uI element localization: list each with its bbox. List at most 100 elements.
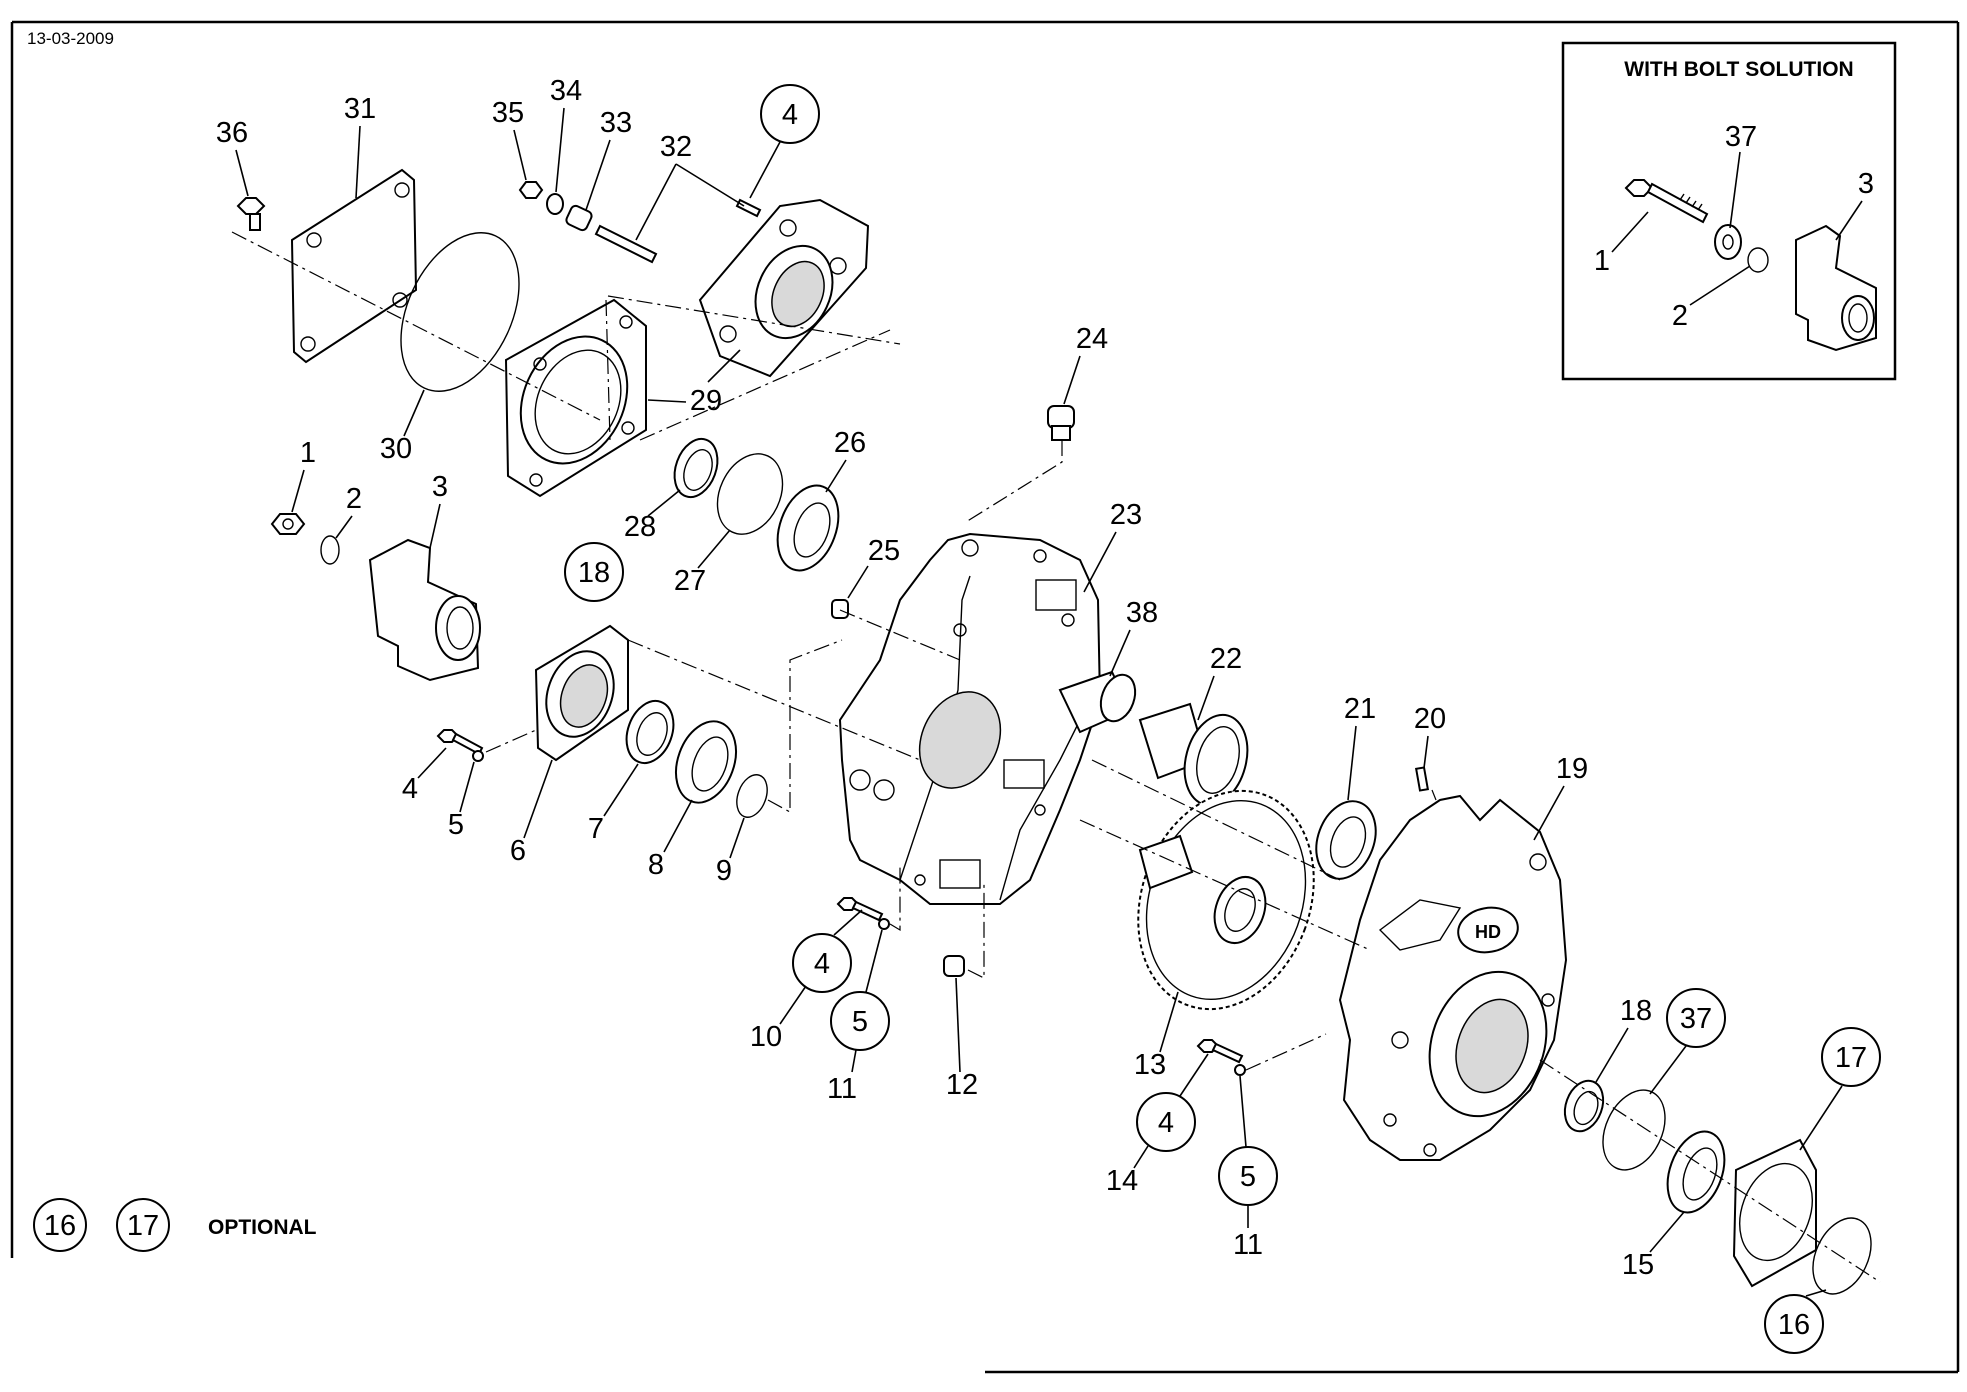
callout-label-8: 8 [648,849,664,881]
callout-label-23: 23 [1110,499,1142,531]
callout-10: 10 [750,985,807,1053]
page-frame [10,20,1960,1374]
inset-washer [1714,224,1742,260]
part-15-bearing [1666,1130,1726,1214]
callout-label-14: 14 [1106,1165,1138,1197]
callout-8: 8 [648,799,693,881]
callout-label-26: 26 [834,427,866,459]
callout-28: 28 [624,489,681,543]
callout-24: 24 [1063,323,1108,405]
part-18-seal [1563,1079,1605,1133]
inset-label-2: 2 [1672,300,1688,332]
callout-13: 13 [1134,991,1179,1081]
part-13-gear [1137,789,1315,1011]
inset-label-3: 3 [1858,168,1874,200]
part-29-flange [504,298,647,498]
part-2-o-ring [320,535,340,565]
optional-text: OPTIONAL [208,1216,317,1239]
callout-38: 38 [1109,597,1158,677]
callout-27: 27 [674,529,731,597]
callout-label-11b: 11 [1233,1229,1263,1261]
part-33-spacer [565,204,593,232]
callout-label-4c: 4 [1158,1107,1174,1139]
callout-label-18a: 18 [578,557,610,589]
callout-33: 33 [585,107,632,211]
callout-17-right: 17 [1799,1027,1881,1151]
part-35-nut [518,181,544,199]
callout-29: 29 [647,349,741,417]
part-16-o-ring [1812,1217,1872,1295]
optional-label-17: 17 [127,1210,159,1242]
callout-34: 34 [550,75,582,193]
part-37-o-ring [1602,1089,1666,1171]
alignment-lines [231,231,1881,1283]
callout-5-left: 5 [448,761,475,841]
part-27-o-ring [716,453,784,535]
callout-label-4: 4 [402,773,418,805]
callout-16-right: 16 [1764,1289,1827,1354]
callout-5-mid: 5 [830,929,890,1051]
part-38-sleeve [1058,670,1137,734]
callout-4-top: 4 [749,84,820,199]
callout-label-30: 30 [380,433,412,465]
part-34-washer [546,193,564,215]
callout-label-37: 37 [1680,1003,1712,1035]
callout-label-35: 35 [492,97,524,129]
callout-label-17: 17 [1835,1042,1867,1074]
callout-11-mid: 11 [827,1049,857,1105]
callout-7: 7 [588,763,639,845]
part-28-seal [673,437,719,499]
part-22-pinion [1138,702,1249,807]
date-stamp: 13-03-2009 [27,29,114,48]
callout-30: 30 [380,389,425,465]
callout-4-mid: 4 [792,909,863,993]
callout-label-38: 38 [1126,597,1158,629]
callout-label-29: 29 [690,385,722,417]
inset-o-ring [1747,247,1769,273]
callout-35: 35 [492,97,527,181]
part-30-o-ring [400,232,520,392]
part-bearing-carrier [698,198,870,378]
part-7-seal [625,700,675,764]
part-20-pin [1414,766,1430,792]
part-8-bearing [675,720,737,804]
callout-label-27: 27 [674,565,706,597]
callout-11-low: 11 [1233,1206,1263,1261]
brand-mark: HD [1475,922,1501,942]
callout-36: 36 [216,117,249,197]
callout-label-36: 36 [216,117,248,149]
callout-label-25: 25 [868,535,900,567]
inset-title: WITH BOLT SOLUTION [1624,58,1853,81]
callout-15: 15 [1622,1211,1685,1281]
callout-9: 9 [716,817,745,887]
callout-label-20: 20 [1414,703,1446,735]
optional-note: 16 17 OPTIONAL [33,1198,317,1252]
part-24-breather [1047,405,1075,441]
callout-1: 1 [291,437,316,513]
part-17-gasket [1732,1138,1817,1288]
callout-label-33: 33 [600,107,632,139]
callout-18-right: 18 [1595,995,1652,1083]
callout-label-6: 6 [510,835,526,867]
callout-23: 23 [1083,499,1142,593]
part-11-washer [878,918,890,930]
callout-label-4a: 4 [782,99,798,131]
callout-label-32: 32 [660,131,692,163]
part-9-o-ring [736,774,768,818]
callout-18-left: 18 [564,542,624,602]
callout-37-right: 37 [1649,988,1726,1095]
callout-label-3: 3 [432,471,448,503]
callout-label-7: 7 [588,813,604,845]
callout-4-left: 4 [402,747,447,805]
part-11b-washer [1234,1064,1246,1076]
callout-12: 12 [946,977,978,1101]
callout-32: 32 [635,131,745,241]
callout-label-13: 13 [1134,1049,1166,1081]
callout-19: 19 [1533,753,1588,841]
callout-22: 22 [1197,643,1242,721]
inset-bolt [1624,179,1709,224]
callout-label-15: 15 [1622,1249,1654,1281]
part-25-plug [831,599,849,619]
part-3-yoke [368,538,481,682]
